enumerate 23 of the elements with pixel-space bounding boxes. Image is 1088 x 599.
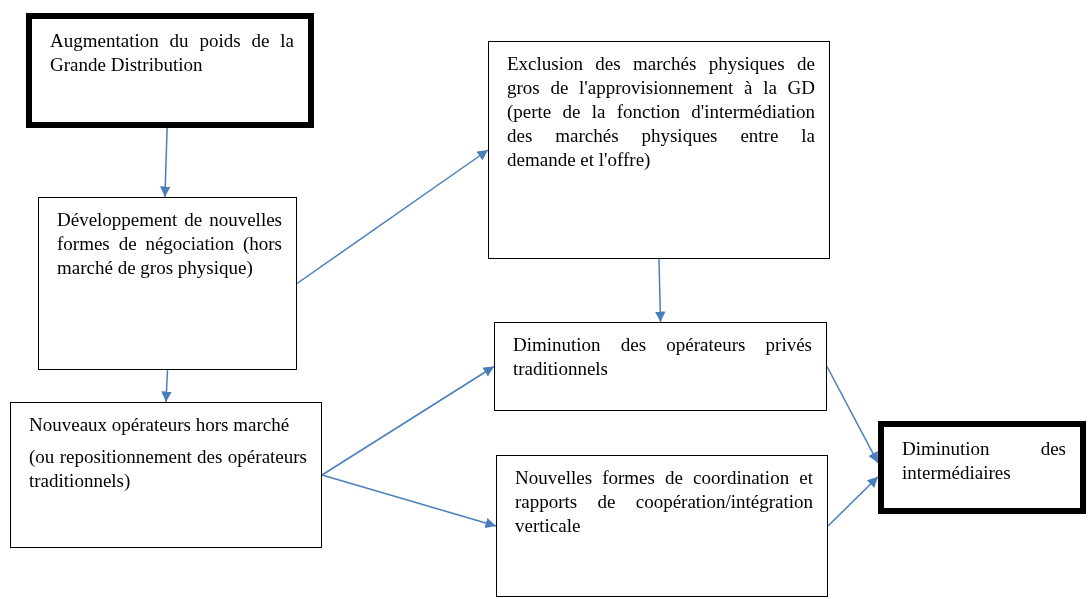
process-box bbox=[494, 322, 827, 411]
arrow bbox=[160, 127, 171, 198]
box-text: Nouveaux opérateurs hors marché bbox=[29, 413, 291, 437]
box-text: (ou repositionnement des opérateurs traditionnels) bbox=[29, 445, 307, 493]
process-box bbox=[26, 13, 314, 128]
process-box bbox=[488, 41, 830, 259]
arrow bbox=[161, 369, 172, 403]
arrow bbox=[296, 149, 489, 285]
process-box bbox=[38, 197, 297, 370]
box-text: Diminution des opérateurs privés traditionnels bbox=[513, 333, 812, 381]
process-box bbox=[878, 421, 1086, 514]
box-text: Exclusion des marchés physiques de gros de l'approvisionnement à la GD (perte de la fonction d'intermédiation des marchés physiques entre la demande et l'offre) bbox=[507, 52, 815, 172]
arrow bbox=[826, 365, 879, 464]
arrow bbox=[321, 474, 497, 529]
box-text: Développement de nouvelles formes de négociation (hors marché de gros physique) bbox=[57, 208, 282, 280]
arrow bbox=[827, 476, 879, 527]
box-text: Diminution des intermédiaires bbox=[902, 437, 1066, 485]
arrow bbox=[655, 258, 666, 323]
process-box bbox=[10, 402, 322, 548]
box-text: Augmentation du poids de la Grande Distribution bbox=[50, 29, 294, 77]
arrow bbox=[321, 365, 495, 476]
process-box bbox=[496, 455, 828, 597]
box-text: Nouvelles formes de coordination et rapports de coopération/intégration verticale bbox=[515, 466, 813, 538]
